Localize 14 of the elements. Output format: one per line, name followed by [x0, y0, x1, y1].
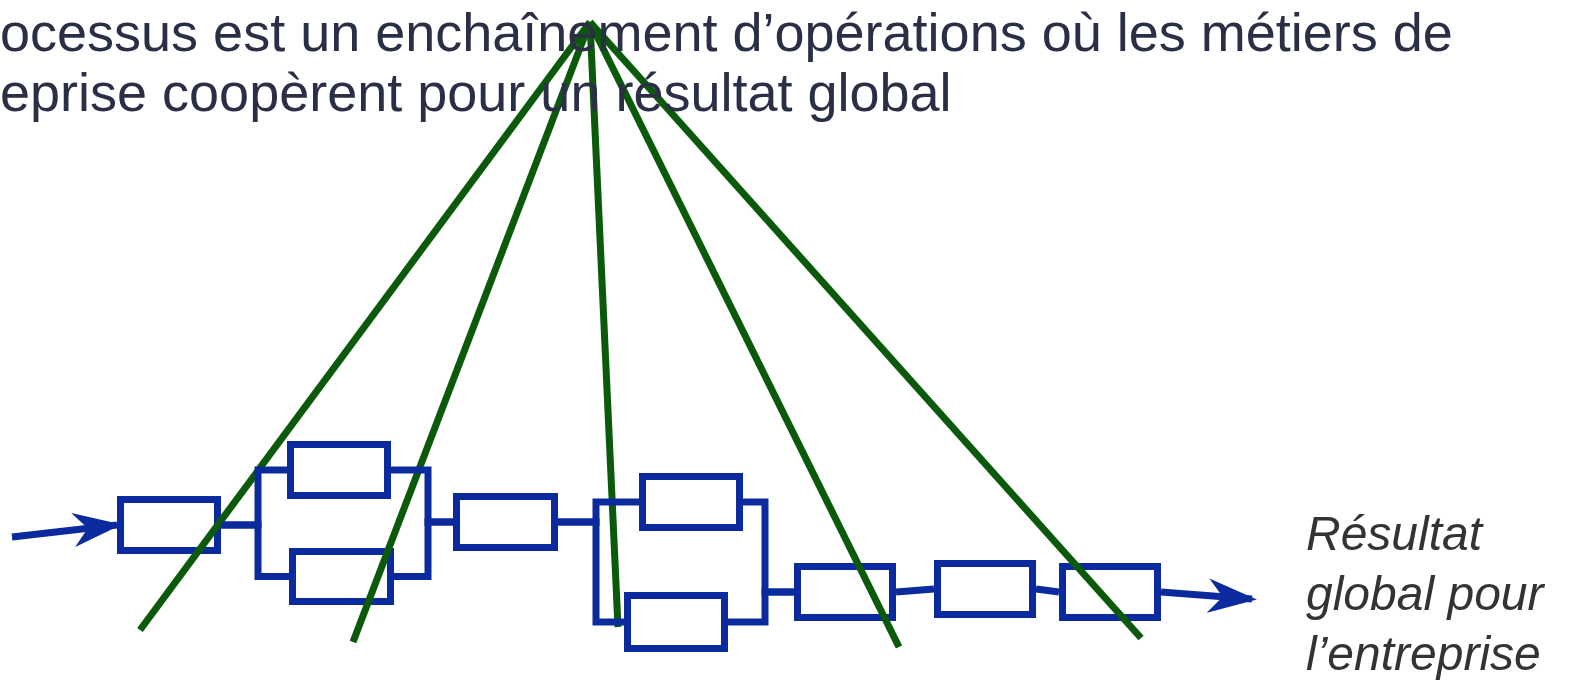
result-label: Résultat global pour l’entreprise — [1306, 504, 1576, 684]
arrow — [1160, 578, 1257, 613]
process-box — [794, 563, 896, 621]
process-box — [624, 592, 728, 652]
leader-line — [587, 19, 1144, 641]
process-box — [1059, 563, 1161, 621]
connector-line — [1035, 585, 1060, 596]
process-box — [117, 496, 221, 554]
process-box — [287, 441, 391, 499]
process-box — [934, 560, 1036, 618]
process-box — [453, 493, 558, 551]
process-box — [639, 473, 743, 531]
connector-line — [895, 585, 935, 596]
process-box — [289, 548, 394, 605]
